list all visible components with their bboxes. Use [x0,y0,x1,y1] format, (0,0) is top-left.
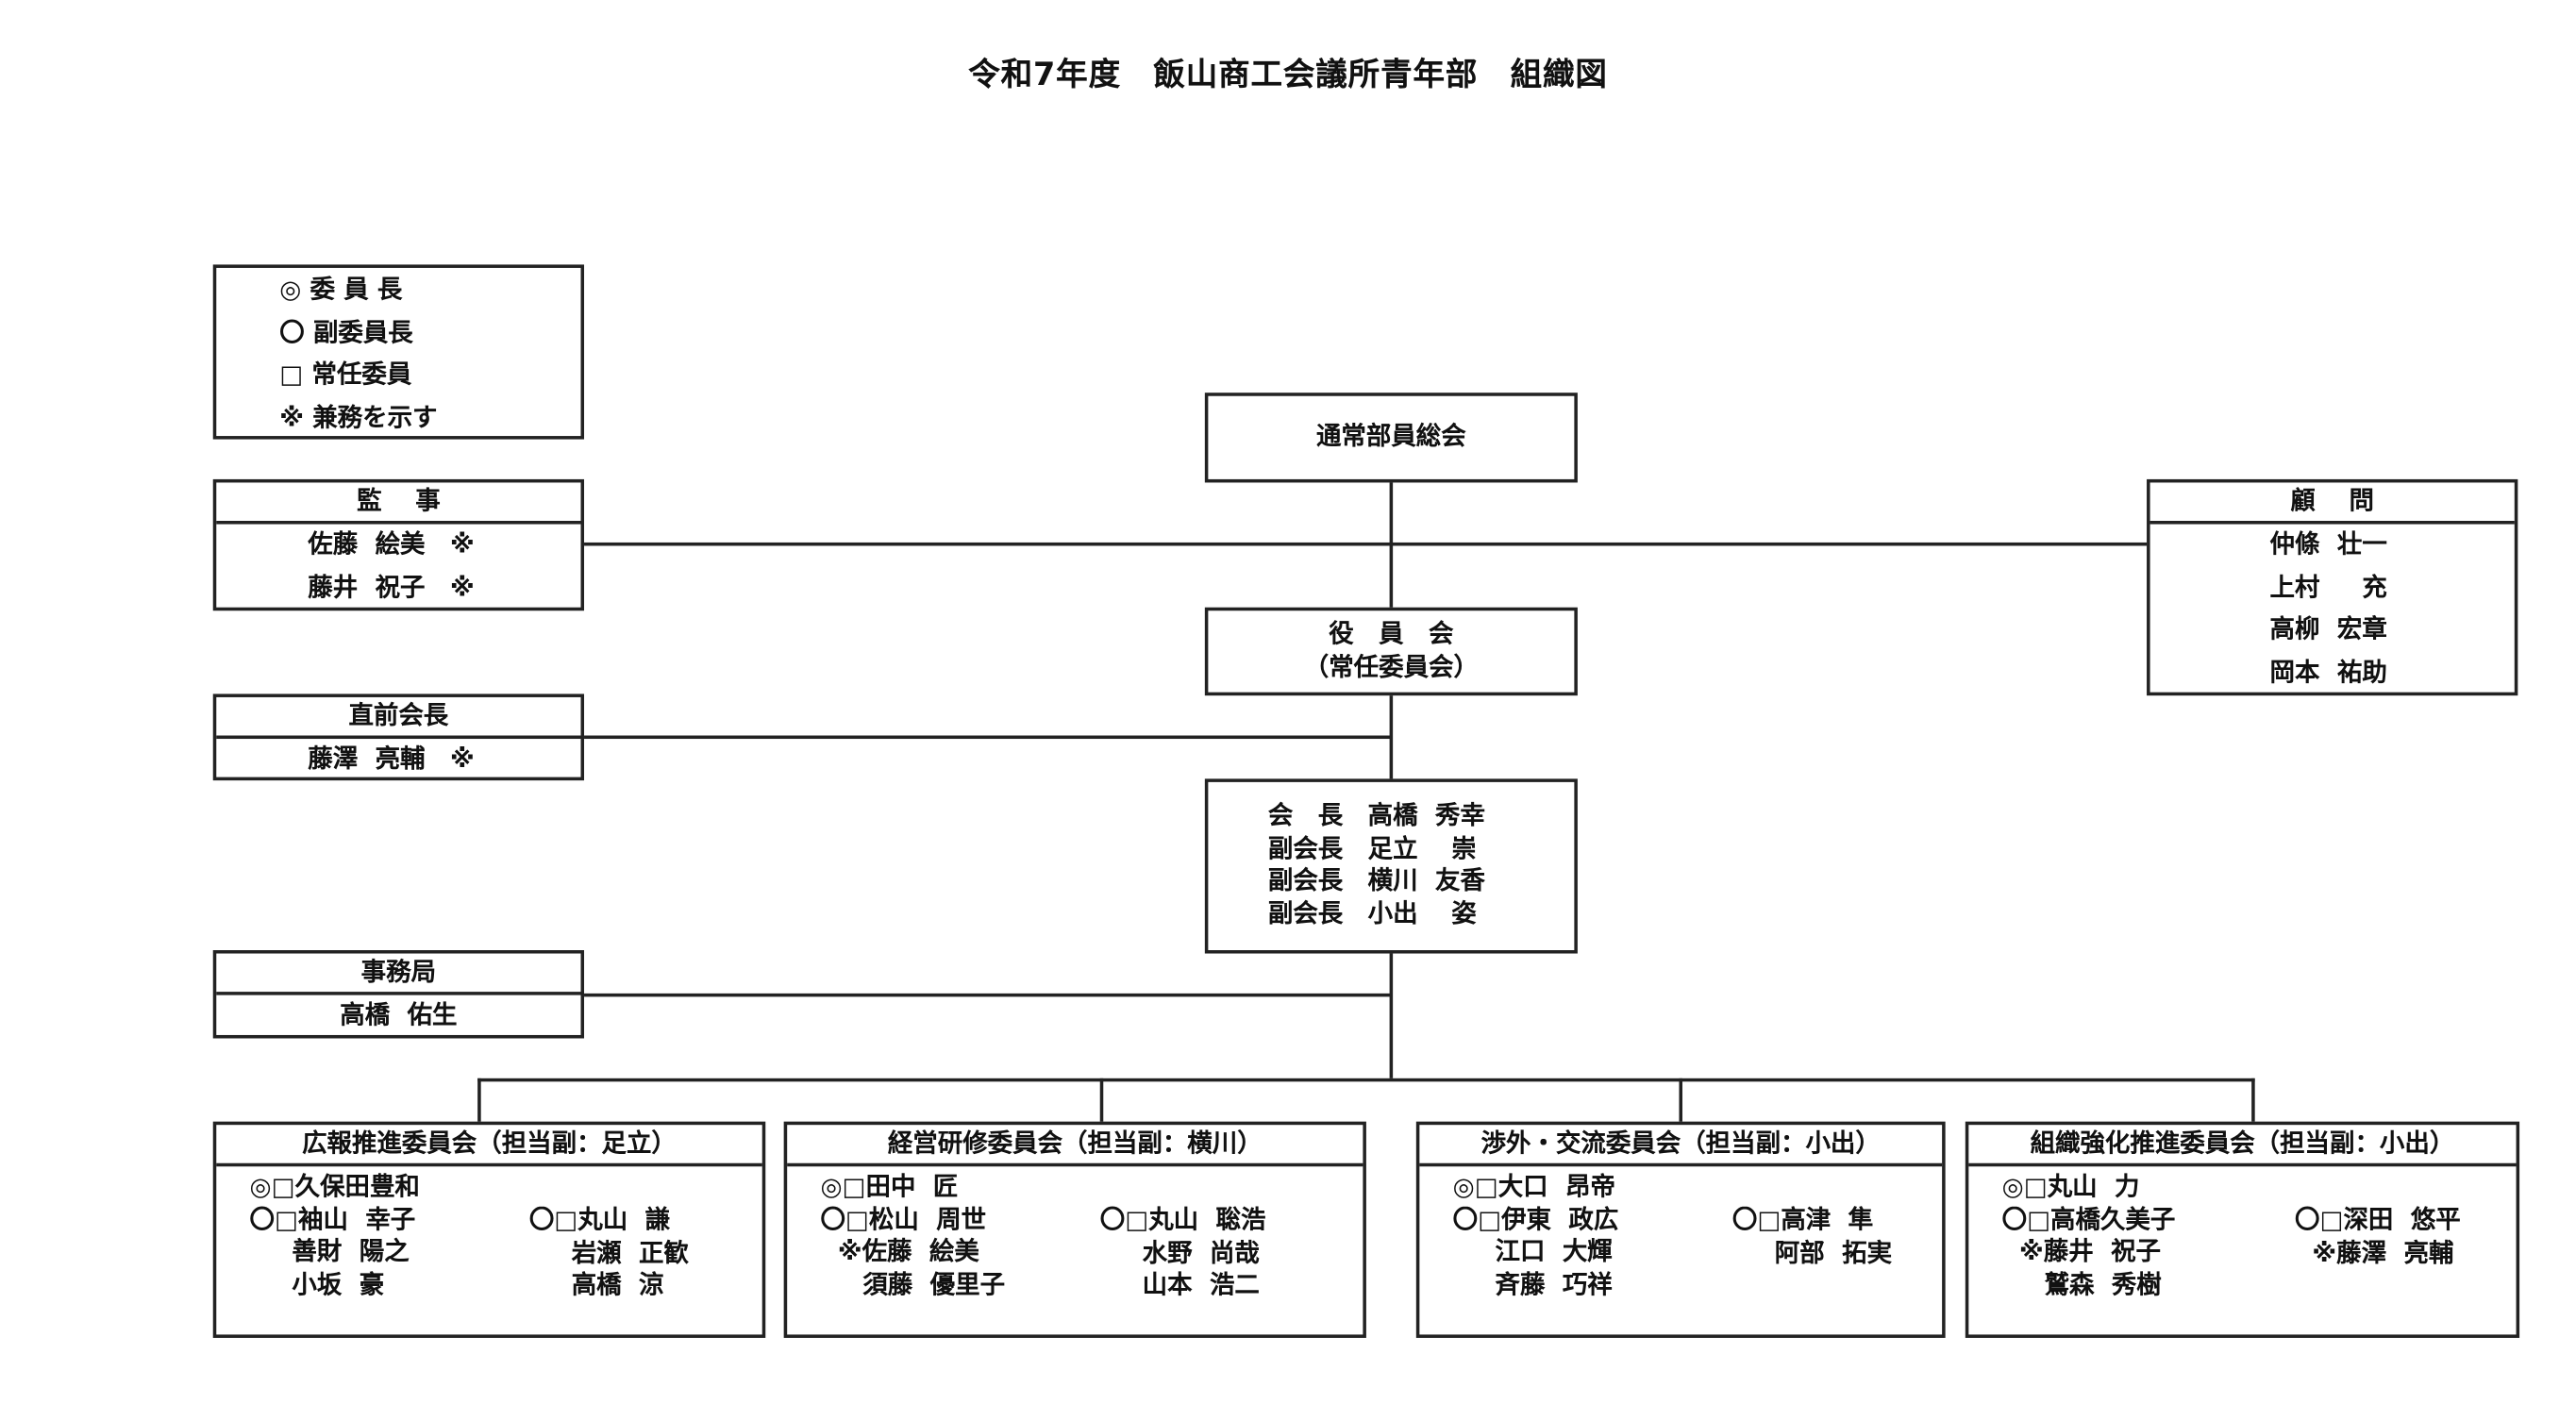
member: ◎□丸山 力 [2001,1171,2140,1202]
member: 善財 陽之 [249,1236,410,1267]
member: 〇□伊東 政広 [1452,1203,1619,1234]
member: 岩瀬 正歓 [528,1237,689,1267]
auditor-1: 佐藤 絵美 ※ [308,528,475,560]
connector-committee-1 [477,1078,481,1124]
connector-secretariat [582,993,1392,997]
connector-committee-4 [2251,1078,2255,1124]
committee-organization-right-list: 〇□深田 悠平 ※藤澤 亮輔 [2295,1205,2461,1270]
advisor-2: 上村 充 [2269,571,2387,602]
committee-liaison-left-list: ◎□大口 昂帝〇□伊東 政広 江口 大輝 斉藤 巧祥 [1453,1172,1619,1302]
member: 〇□高津 隼 [1731,1204,1874,1235]
committee-liaison-title: 渉外・交流委員会（担当副：小出） [1419,1125,1943,1167]
legend-item-standing-member: □ 常任委員 [279,359,412,390]
member: 須藤 優里子 [820,1268,1006,1299]
member: 〇□袖山 幸子 [249,1203,416,1234]
officer-vice-president-2: 副会長 横川 友香 [1267,865,1485,895]
member: 水野 尚哉 [1099,1237,1260,1267]
auditors-box: 監 事 佐藤 絵美 ※ 藤井 祝子 ※ [212,478,585,611]
past-president-title: 直前会長 [216,697,581,740]
member: 〇□丸山 聡浩 [1099,1204,1266,1235]
member: ※藤井 祝子 [2001,1236,2162,1267]
officer-president: 会 長 高橋 秀幸 [1267,800,1485,831]
committee-pr-title: 広報推進委員会（担当副：足立） [216,1125,762,1167]
board-label: 役 員 会 [1329,619,1454,649]
advisor-1: 仲條 壮一 [2269,528,2387,560]
member: 〇□丸山 謙 [528,1204,671,1235]
committee-pr-left-list: ◎□久保田豊和〇□袖山 幸子 善財 陽之 小坂 豪 [250,1172,420,1302]
legend-item-concurrent: ※ 兼務を示す [279,401,438,432]
member: 〇□松山 周世 [820,1203,987,1234]
committee-organization-box: 組織強化推進委員会（担当副：小出） ◎□丸山 力〇□高橋久美子 ※藤井 祝子 鷲… [1965,1121,2520,1338]
connector-auditors-advisors [582,542,2150,546]
committee-management-title: 経営研修委員会（担当副：横川） [787,1125,1363,1167]
past-president-name: 藤澤 亮輔 ※ [308,744,475,775]
committee-management-right-list: 〇□丸山 聡浩 水野 尚哉 山本 浩二 [1100,1205,1266,1302]
officer-vice-president-3: 副会長 小出 姿 [1267,897,1477,928]
past-president-box: 直前会長 藤澤 亮輔 ※ [212,694,585,781]
legend-item-vice-chair: 〇 副委員長 [279,316,413,347]
general-assembly-box: 通常部員総会 [1204,393,1578,483]
member: 斉藤 巧祥 [1452,1268,1613,1299]
member: ◎□久保田豊和 [249,1171,420,1202]
connector-committee-3 [1679,1078,1682,1124]
member: ※藤澤 亮輔 [2295,1237,2454,1267]
auditor-2: 藤井 祝子 ※ [308,571,475,602]
advisors-box: 顧 問 仲條 壮一 上村 充 高柳 宏章 岡本 祐助 [2147,478,2518,696]
committee-liaison-right-list: 〇□高津 隼 阿部 拓実 [1732,1205,1892,1270]
member: 山本 浩二 [1099,1269,1260,1300]
member: 〇□高橋久美子 [2001,1203,2176,1234]
committee-organization-left-list: ◎□丸山 力〇□高橋久美子 ※藤井 祝子 鷲森 秀樹 [2002,1172,2176,1302]
member: 高橋 涼 [528,1269,664,1300]
general-assembly-label: 通常部員総会 [1315,421,1466,452]
committee-pr-right-list: 〇□丸山 謙 岩瀬 正歓 高橋 涼 [529,1205,689,1302]
auditors-title: 監 事 [216,482,581,525]
secretariat-name: 高橋 佑生 [340,999,458,1030]
member: ◎□大口 昂帝 [1452,1171,1615,1202]
advisors-title: 顧 問 [2149,482,2515,525]
member: 〇□深田 悠平 [2295,1204,2461,1235]
connector-committees-bus [477,1078,2255,1082]
officer-vice-president-1: 副会長 足立 崇 [1267,832,1477,863]
board-box: 役 員 会 （常任委員会） [1204,607,1578,696]
secretariat-title: 事務局 [216,954,581,995]
advisor-3: 高柳 宏章 [2269,613,2387,644]
committee-management-left-list: ◎□田中 匠〇□松山 周世 ※佐藤 絵美 須藤 優里子 [820,1172,1005,1302]
committee-liaison-box: 渉外・交流委員会（担当副：小出） ◎□大口 昂帝〇□伊東 政広 江口 大輝 斉藤… [1415,1121,1946,1338]
officers-box: 会 長 高橋 秀幸 副会長 足立 崇 副会長 横川 友香 副会長 小出 姿 [1204,778,1578,954]
advisor-4: 岡本 祐助 [2269,656,2387,687]
member: 小坂 豪 [249,1268,385,1299]
member: 阿部 拓実 [1731,1237,1893,1267]
connector-main-vertical [1389,478,1394,1078]
secretariat-box: 事務局 高橋 佑生 [212,950,585,1039]
member: ◎□田中 匠 [820,1171,959,1202]
board-sublabel: （常任委員会） [1303,652,1479,683]
legend-item-chair: ◎ 委 員 長 [279,274,403,305]
page-title: 令和7年度 飯山商工会議所青年部 組織図 [968,56,1608,93]
member: 江口 大輝 [1452,1236,1613,1267]
connector-past-president [582,735,1392,740]
member: ※佐藤 絵美 [820,1236,979,1267]
legend-box: ◎ 委 員 長 〇 副委員長 □ 常任委員 ※ 兼務を示す [212,264,585,440]
member: 鷲森 秀樹 [2001,1268,2162,1299]
committee-pr-box: 広報推進委員会（担当副：足立） ◎□久保田豊和〇□袖山 幸子 善財 陽之 小坂 … [212,1121,766,1338]
committee-management-box: 経営研修委員会（担当副：横川） ◎□田中 匠〇□松山 周世 ※佐藤 絵美 須藤 … [783,1121,1366,1338]
connector-committee-2 [1099,1078,1104,1124]
committee-organization-title: 組織強化推進委員会（担当副：小出） [1968,1125,2517,1167]
